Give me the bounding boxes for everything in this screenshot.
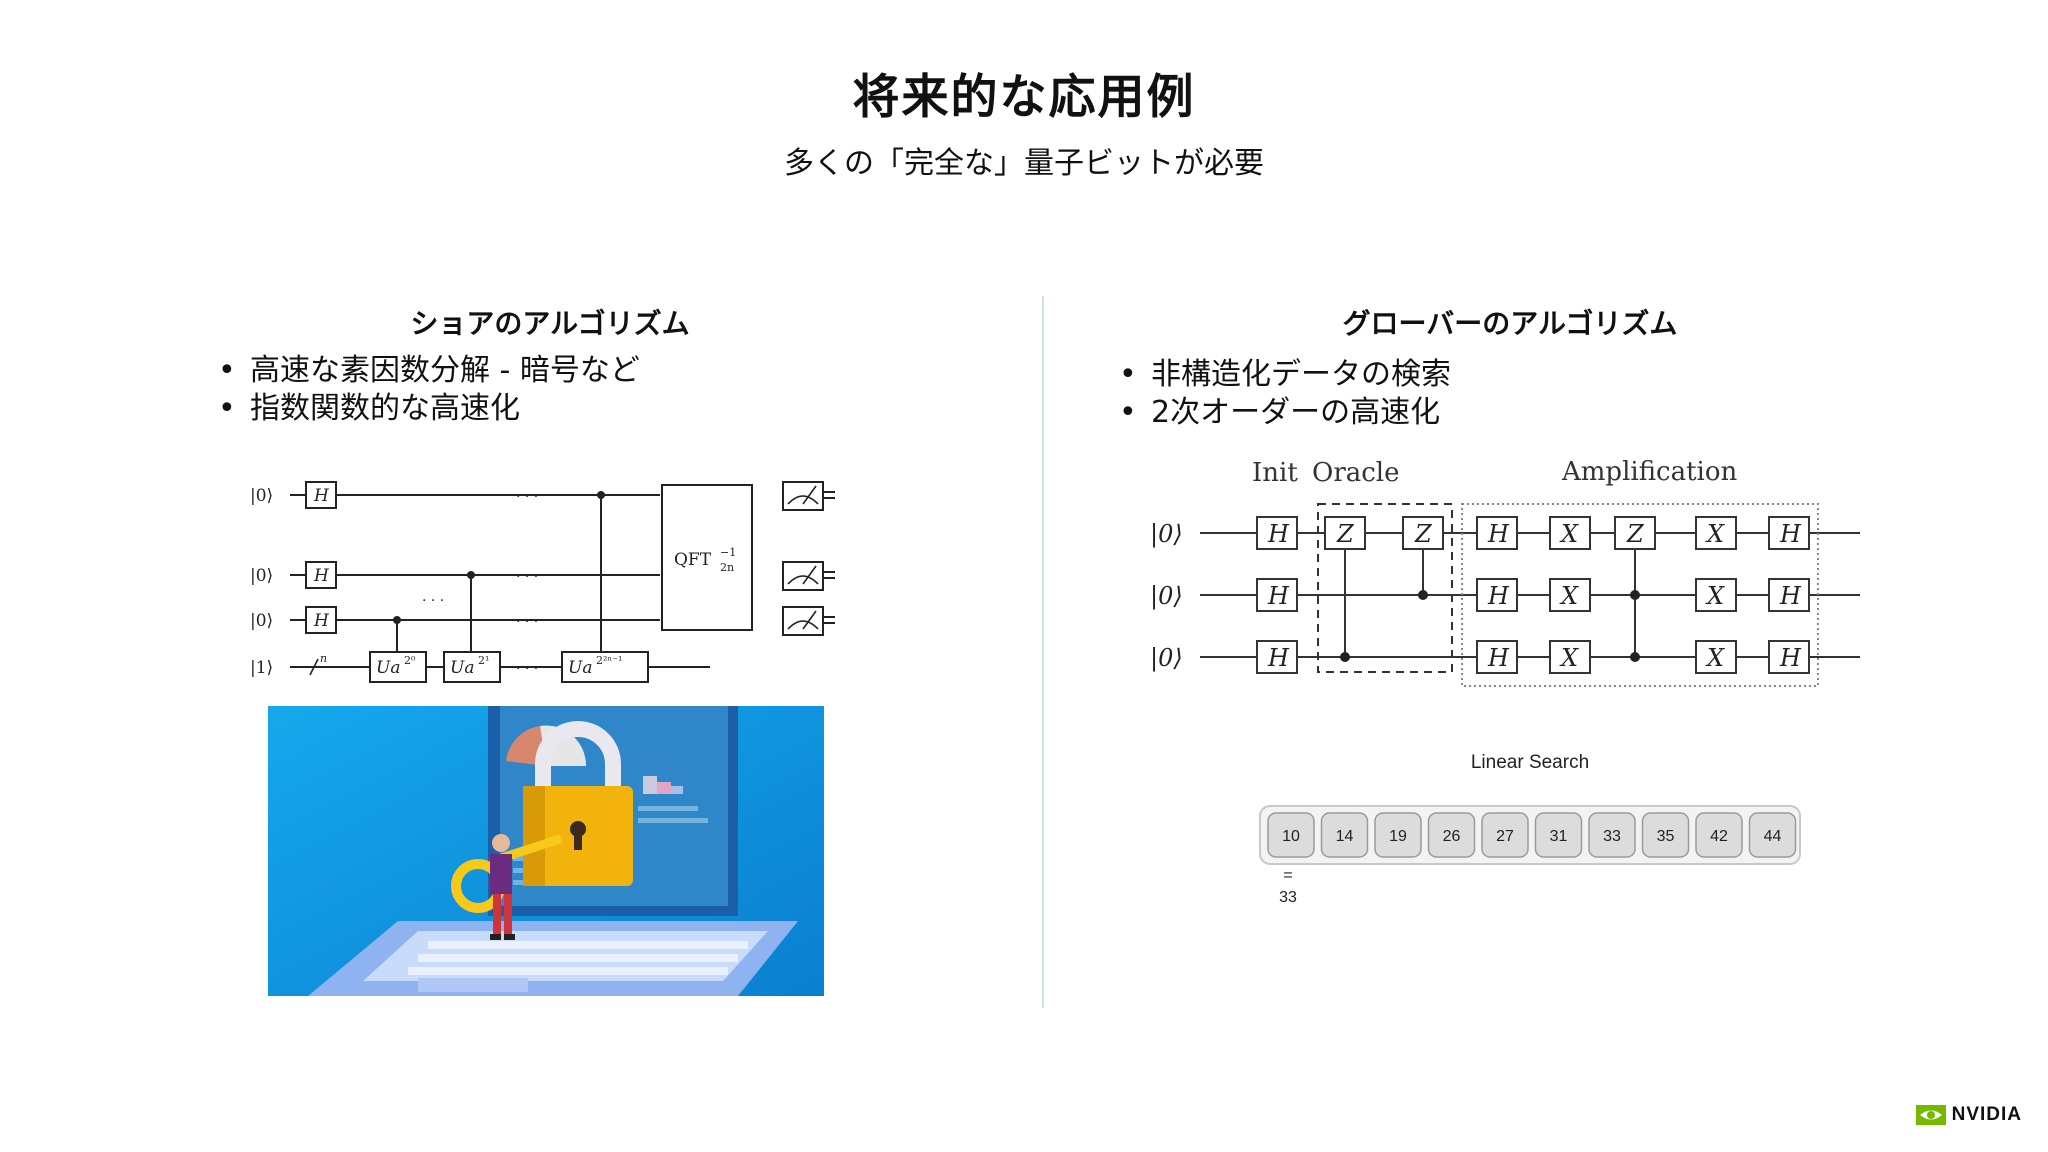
input-ket: |0⟩ [1150, 644, 1183, 673]
x-gate-label: X [1559, 520, 1579, 548]
search-cell-value: 44 [1764, 828, 1782, 845]
h-gate-label: H [1487, 644, 1510, 672]
dots: · · · [516, 489, 538, 505]
h-gate-label: H [1779, 520, 1802, 548]
h-gate-label: H [313, 611, 330, 631]
search-cell [1695, 812, 1743, 858]
shor-bullet-list: • 高速な素因数分解 - 暗号など • 指数関数的な高速化 [218, 352, 640, 428]
dots: · · · [422, 593, 444, 609]
input-ket: |0⟩ [250, 566, 273, 586]
h-gate-label: H [1267, 644, 1290, 672]
search-cell [1588, 812, 1636, 858]
dots: · · · [516, 661, 538, 677]
h-gate-label: H [1487, 582, 1510, 610]
bullet-item: • 高速な素因数分解 - 暗号など [218, 352, 640, 390]
shor-heading: ショアのアルゴリズム [410, 307, 690, 340]
shor-circuit-diagram: |0⟩ |0⟩ |0⟩ |1⟩ H H H Ua Ua Ua QFT · · ·… [250, 481, 835, 683]
x-gate-label: X [1705, 520, 1725, 548]
search-cell-value: 14 [1336, 828, 1354, 845]
input-ket: |1⟩ [250, 658, 273, 678]
search-cell-value: 35 [1657, 828, 1675, 845]
input-ket: |0⟩ [250, 486, 273, 506]
search-cell [1427, 812, 1476, 858]
search-cell-value: 19 [1389, 828, 1407, 845]
u-gate-label: Ua [376, 658, 400, 678]
input-ket: |0⟩ [1150, 582, 1183, 611]
security-illustration [268, 706, 824, 996]
search-cell [1641, 812, 1690, 858]
oracle-label: Oracle [1312, 458, 1400, 488]
bullet-text: 非構造化データの検索 [1151, 357, 1451, 392]
slide-title: 将来的な応用例 [852, 70, 1196, 125]
x-gate-label: X [1559, 582, 1579, 610]
nvidia-logo: NVIDIA [1915, 1104, 2022, 1126]
search-cell [1267, 812, 1315, 858]
qft-label: QFT [674, 550, 712, 570]
grover-circuit-diagram: Init Oracle Amplification |0⟩ |0⟩ |0⟩ H … [1150, 457, 1860, 687]
search-cell-value: 10 [1282, 828, 1300, 845]
nvidia-eye-icon [1915, 1105, 1946, 1125]
compare-symbol: = [1283, 867, 1292, 884]
bullet-item: • 非構造化データの検索 [1119, 356, 1451, 394]
search-cell [1320, 812, 1369, 858]
bullet-text: 指数関数的な高速化 [250, 391, 520, 426]
search-cell-value: 33 [1603, 828, 1621, 845]
z-gate-label: Z [1414, 520, 1433, 548]
u-gate-label: Ua [568, 658, 592, 678]
search-cell [1481, 812, 1529, 858]
h-gate-label: H [313, 566, 330, 586]
slide-subtitle: 多くの「完全な」量子ビットが必要 [784, 146, 1264, 181]
qft-superscript: −1 [720, 546, 736, 559]
u-exponent: 2²ⁿ⁻¹ [596, 654, 622, 667]
input-ket: |0⟩ [1150, 520, 1183, 549]
h-gate-label: H [313, 486, 330, 506]
u-exponent: 2⁰ [404, 654, 416, 667]
bullet-text: 高速な素因数分解 - 暗号など [250, 353, 640, 388]
z-gate-label: Z [1626, 520, 1645, 548]
init-label: Init [1252, 458, 1298, 488]
qft-subscript: 2n [720, 561, 734, 574]
grover-bullet-list: • 非構造化データの検索 • 2次オーダーの高速化 [1119, 356, 1451, 432]
h-gate-label: H [1267, 520, 1290, 548]
dots: · · · [516, 569, 538, 585]
search-cell-value: 27 [1496, 828, 1514, 845]
column-divider [1042, 296, 1044, 1008]
bullet-dot: • [1119, 395, 1137, 430]
h-gate-label: H [1487, 520, 1510, 548]
bullet-item: • 2次オーダーの高速化 [1119, 394, 1451, 432]
grover-heading: グローバーのアルゴリズム [1342, 307, 1678, 340]
h-gate-label: H [1779, 582, 1802, 610]
h-gate-label: H [1779, 644, 1802, 672]
register-size-label: n [320, 652, 327, 665]
bullet-dot: • [218, 391, 236, 426]
u-gate-label: Ua [450, 658, 474, 678]
x-gate-label: X [1559, 644, 1579, 672]
linear-search-diagram: Linear Search 10 14 19 26 27 31 33 35 42 44 = 33 [1259, 752, 1801, 906]
input-ket: |0⟩ [250, 611, 273, 631]
bullet-text: 2次オーダーの高速化 [1151, 395, 1441, 430]
search-cell [1374, 812, 1422, 858]
x-gate-label: X [1705, 582, 1725, 610]
u-exponent: 2¹ [478, 654, 489, 667]
z-gate-label: Z [1336, 520, 1355, 548]
linear-search-title: Linear Search [1471, 752, 1589, 773]
bullet-dot: • [218, 353, 236, 388]
search-cell-value: 31 [1550, 828, 1568, 845]
search-cell-value: 26 [1443, 828, 1461, 845]
search-cell [1534, 812, 1583, 858]
bullet-item: • 指数関数的な高速化 [218, 390, 640, 428]
nvidia-wordmark: NVIDIA [1951, 1104, 2022, 1125]
amplification-label: Amplification [1561, 457, 1738, 487]
search-target: 33 [1279, 889, 1297, 906]
h-gate-label: H [1267, 582, 1290, 610]
dots: · · · [516, 614, 538, 630]
x-gate-label: X [1705, 644, 1725, 672]
search-cell [1748, 812, 1797, 858]
search-cell-value: 42 [1710, 828, 1728, 845]
bullet-dot: • [1119, 357, 1137, 392]
